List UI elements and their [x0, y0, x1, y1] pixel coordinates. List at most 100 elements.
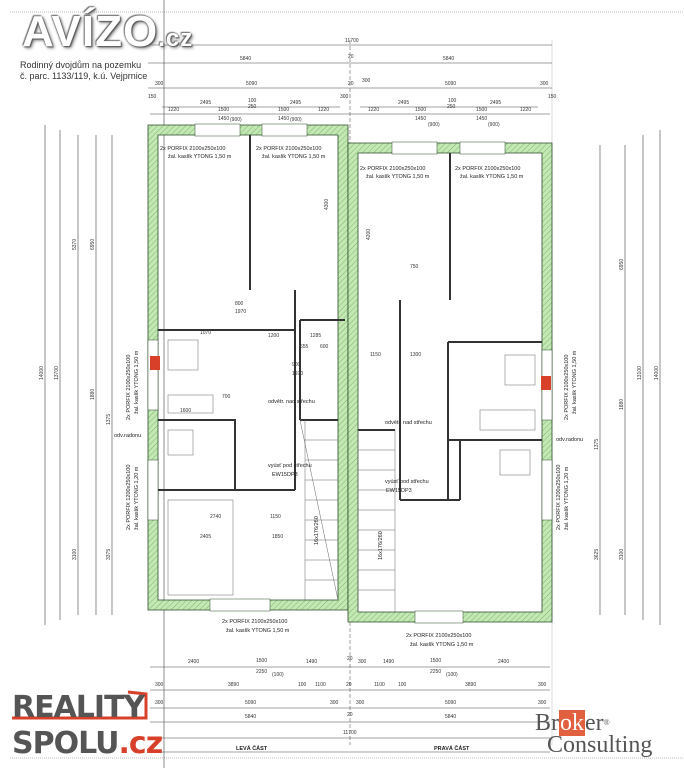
dim: 300: [330, 700, 339, 706]
radon-vent: [541, 376, 551, 390]
broker-text-highlight: ok: [559, 710, 585, 736]
side-dimensions: 14000 13700 5370 6950 1880 1375 3100 337…: [39, 125, 661, 625]
dim: 1100: [315, 682, 326, 688]
dim: 1450: [415, 116, 426, 122]
dim: 2495: [290, 100, 301, 106]
dim: (900): [428, 122, 440, 128]
dim: 6950: [90, 239, 96, 250]
radon-label: odv.radonu: [556, 437, 583, 443]
dim: 100: [398, 682, 407, 688]
left-unit: [147, 123, 349, 612]
dim: (900): [290, 117, 302, 123]
dim: 5840: [240, 56, 251, 62]
dim: 5090: [445, 81, 456, 87]
reality-logo-line2: SPOLU: [12, 726, 120, 761]
broker-text: er: [585, 710, 604, 736]
bathtub: [479, 409, 536, 431]
dim: 4300: [324, 199, 330, 210]
dim: 1200: [268, 333, 279, 339]
dim: 3890: [465, 682, 476, 688]
dim-total: 11700: [343, 730, 357, 736]
bathtub: [167, 394, 214, 414]
dim: 1500: [256, 658, 267, 664]
dim: 750: [410, 264, 419, 270]
dim: 1450: [218, 116, 229, 122]
annotations: 2x PORFIX 2100x250x100 žal. kaslík YTONG…: [114, 146, 583, 648]
dim: 1285: [310, 333, 321, 339]
dim: 150: [148, 94, 157, 100]
dim: 5370: [72, 239, 78, 250]
window: [194, 123, 241, 137]
dim: 4200: [366, 229, 372, 240]
window: [261, 123, 308, 137]
dim: (900): [488, 122, 500, 128]
window-label: 2x PORFIX 2100x250x100: [222, 619, 287, 625]
dim: 300: [155, 682, 164, 688]
shower: [504, 354, 536, 386]
project-subtitle: Rodinný dvojdům na pozemku č. parc. 1133…: [20, 60, 147, 82]
window: [209, 598, 271, 612]
dim: 20: [346, 682, 352, 688]
dim: 300: [340, 94, 349, 100]
reality-spolu-logo: REALITY SPOLU.cz: [12, 690, 163, 762]
dim: 1850: [272, 534, 283, 540]
window-label: 2x PORFIX 2100x250x100: [455, 166, 520, 172]
dim: 1300: [410, 352, 421, 358]
dim: 300: [538, 682, 547, 688]
stairs-label: 16x176/260: [314, 516, 320, 545]
dim-total: 11700: [345, 38, 359, 44]
window-label: žal. kaslík YTONG 1,20 m: [564, 466, 570, 530]
left-part-label: LEVÁ ČÁST: [236, 745, 268, 752]
dim: (100): [446, 672, 458, 678]
right-part-label: PRAVÁ ČÁST: [434, 745, 470, 752]
dim: 1970: [235, 309, 246, 315]
dim: 3375: [106, 549, 112, 560]
dim: 300: [362, 78, 371, 84]
dim: 1500: [430, 658, 441, 664]
window: [541, 459, 553, 521]
dim: 300: [538, 700, 547, 706]
dim: 5090: [445, 700, 456, 706]
dim: 6950: [619, 259, 625, 270]
dim: 1490: [383, 659, 394, 665]
broker-text: Br: [535, 710, 559, 736]
window-label: 2x PORFIX 1200x250x100: [126, 465, 132, 530]
dim: 1220: [520, 107, 531, 113]
dim: 655: [300, 344, 309, 350]
dim: 250: [447, 104, 456, 110]
window-label: žal. kaslík YTONG 1,50 m: [410, 642, 474, 648]
dim: 300: [358, 659, 367, 665]
dim: 1970: [292, 371, 303, 377]
dim: 1150: [270, 514, 281, 520]
radon-label: odv.radonu: [114, 433, 141, 439]
window: [459, 141, 506, 155]
dim: 1220: [168, 107, 179, 113]
ew-label: EW15DP3: [386, 488, 412, 494]
window-label: žal. kaslík YTONG 1,50 m: [134, 350, 140, 414]
dim: 20: [348, 54, 354, 60]
top-dimensions: 11700 5840 20 5840 150 300 5090 300 20 3…: [148, 38, 557, 128]
aviso-logo-text: AVÍZO: [22, 7, 159, 56]
dim: 1220: [368, 107, 379, 113]
dim: 14000: [654, 366, 660, 380]
dim: 5840: [245, 714, 256, 720]
window-label: žal. kaslík YTONG 1,50 m: [262, 154, 326, 160]
dim: 1150: [370, 352, 381, 358]
dim: 300: [356, 700, 365, 706]
window: [147, 339, 159, 411]
dim: 1100: [374, 682, 385, 688]
window-label: 2x PORFIX 1200x250x100: [556, 465, 562, 530]
dim: 1880: [619, 399, 625, 410]
dim: 1500: [476, 107, 487, 113]
dim: 2400: [188, 659, 199, 665]
dim: 600: [320, 344, 329, 350]
dim: 3100: [72, 549, 78, 560]
dim: 300: [155, 81, 164, 87]
dim: 3100: [619, 549, 625, 560]
interior-dimensions: 800 1970 1200 1285 655 600 900 1970 1070…: [180, 199, 421, 540]
dim: 1450: [476, 116, 487, 122]
dim: 13100: [637, 366, 643, 380]
dim: 20: [347, 656, 353, 662]
dim: 1070: [200, 330, 211, 336]
window-label: žal. kaslík YTONG 1,50 m: [572, 350, 578, 414]
